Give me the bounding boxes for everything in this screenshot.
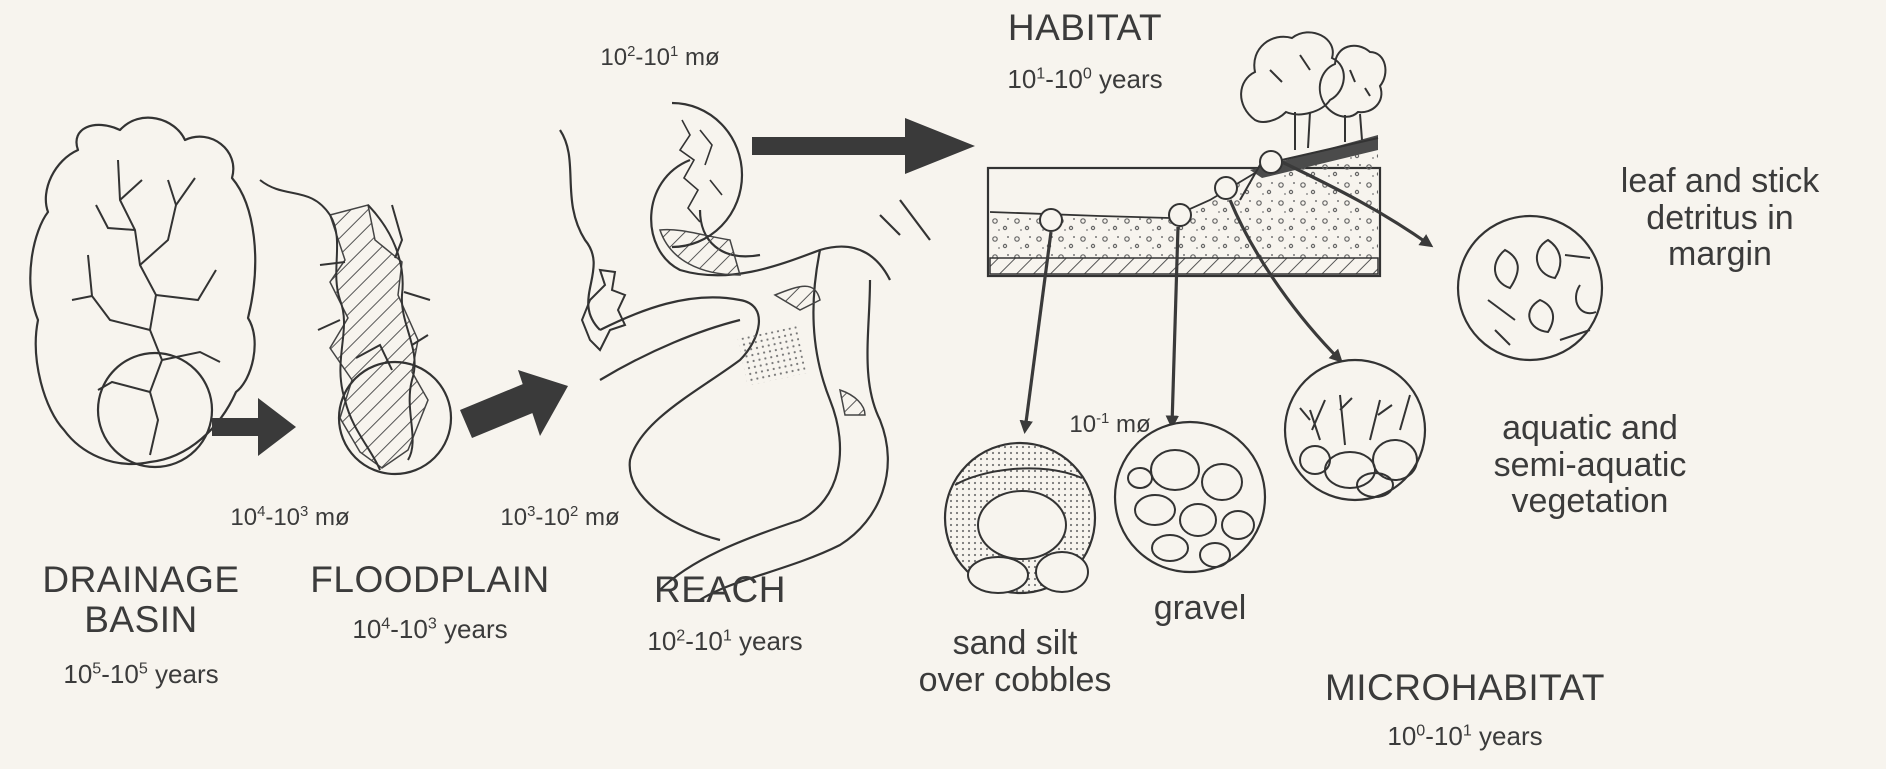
reach-dotted-pool: [738, 326, 807, 385]
drainage-basin-title-line2: BASIN: [6, 600, 276, 640]
habitat-trees-icon: [1241, 32, 1385, 150]
drainage-basin-timescale: 105-105 years: [6, 660, 276, 688]
aquatic-vegetation-bubble: [1285, 360, 1425, 500]
reach-timescale: 102-101 years: [610, 627, 840, 655]
drainage-basin-title: DRAINAGE BASIN: [6, 560, 276, 640]
habitat-spatial-scale: 102-101 mø: [555, 45, 765, 71]
sand-silt-bubble: [945, 443, 1095, 593]
reach-zoom-bubble-texture: [680, 120, 722, 222]
microhabitat-title: MICROHABITAT: [1280, 668, 1650, 708]
drainage-basin-title-line1: DRAINAGE: [6, 560, 276, 600]
reach-hatched-bar: [660, 230, 740, 275]
reach-hatched-bar-3: [840, 390, 865, 415]
drainage-basin-outline: [30, 118, 255, 464]
gravel-label: gravel: [1120, 590, 1280, 627]
leaf-detritus-label: leaf and stick detritus in margin: [1555, 163, 1885, 273]
reach-title: REACH: [615, 570, 825, 610]
floodplain-hatched-area: [330, 205, 428, 468]
floodplain-spatial-scale: 104-103 mø: [190, 505, 390, 531]
floodplain-title: FLOODPLAIN: [295, 560, 565, 600]
arrow-reach-to-habitat: [752, 118, 975, 174]
reach-zoom-bubble: [672, 103, 742, 247]
microhabitat-timescale: 100-101 years: [1335, 722, 1595, 750]
reach-spatial-scale: 103-102 mø: [460, 505, 660, 531]
arrow-floodplain-to-reach: [460, 370, 568, 438]
aquatic-vegetation-label: aquatic and semi-aquatic vegetation: [1440, 410, 1740, 520]
floodplain-timescale: 104-103 years: [300, 615, 560, 643]
drainage-basin-streams: [72, 160, 220, 455]
habitat-timescale: 101-100 years: [965, 65, 1205, 93]
gravel-bubble: [1115, 422, 1265, 572]
habitat-title: HABITAT: [985, 8, 1185, 48]
sand-silt-label: sand silt over cobbles: [870, 625, 1160, 698]
microhabitat-spatial-scale: 10-1 mø: [1040, 412, 1180, 438]
arrow-basin-to-floodplain: [212, 398, 296, 456]
